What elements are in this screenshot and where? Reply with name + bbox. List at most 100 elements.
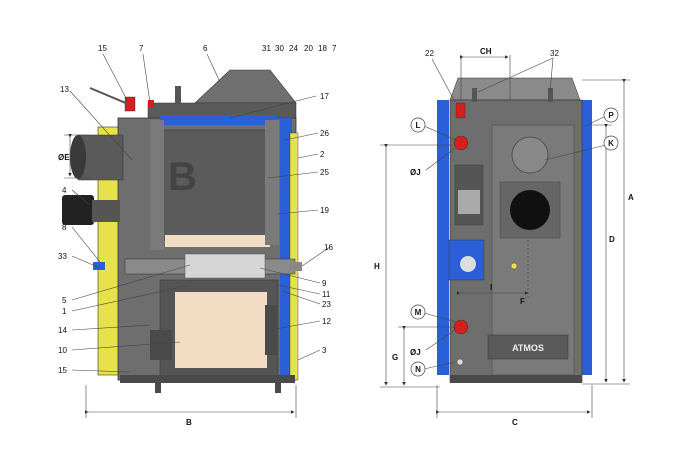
label-26: 26 (320, 129, 329, 138)
return-connection (453, 135, 469, 151)
red-cap (148, 100, 154, 108)
top-hood (449, 77, 581, 101)
label-25: 25 (320, 168, 329, 177)
outlet-connection (453, 319, 469, 335)
drain-fitting (456, 358, 464, 366)
handle-lever (89, 87, 129, 105)
label-30: 30 (275, 44, 284, 53)
label-31: 31 (262, 44, 271, 53)
circle-P (603, 107, 619, 123)
right-rear-view: ATMOS (437, 77, 592, 383)
label-22: 22 (425, 49, 434, 58)
label-23: 23 (322, 300, 331, 309)
label-9: 9 (322, 279, 327, 288)
label-7-right: 7 (332, 44, 337, 53)
label-24: 24 (289, 44, 298, 53)
left-side-panel (437, 100, 449, 375)
rear-base (450, 375, 582, 383)
rear-pipe-b (548, 88, 553, 102)
label-7-top: 7 (139, 44, 144, 53)
letter-M: M (415, 308, 422, 317)
label-dim-d: D (609, 235, 615, 244)
fuel-chamber (159, 129, 276, 241)
label-2: 2 (320, 150, 325, 159)
label-dim-c: C (512, 418, 518, 427)
right-water-jacket (280, 118, 292, 380)
brand-mark: B (168, 155, 197, 199)
label-dim-f: F (520, 297, 525, 306)
label-17: 17 (320, 92, 329, 101)
label-15-bottom: 15 (58, 366, 67, 375)
label-8: 8 (62, 223, 67, 232)
label-1: 1 (62, 307, 67, 316)
label-10: 10 (58, 346, 67, 355)
front-wall (265, 120, 279, 245)
fan-housing (92, 200, 120, 222)
label-dim-a: A (628, 193, 634, 202)
right-callouts (380, 55, 630, 418)
label-3: 3 (322, 346, 327, 355)
safety-valve-rear (455, 102, 466, 119)
foot-right (275, 383, 281, 393)
label-dim-ch: CH (480, 47, 492, 56)
label-6: 6 (203, 44, 208, 53)
label-diameter-e: ØE (58, 153, 70, 162)
label-15-top: 15 (98, 44, 107, 53)
base-frame (120, 375, 295, 383)
fan-motor (62, 195, 94, 225)
label-18: 18 (318, 44, 327, 53)
ash-door (150, 330, 172, 360)
label-20: 20 (304, 44, 313, 53)
left-labels: 15 7 6 31 30 24 20 18 7 13 17 26 2 25 19… (58, 44, 337, 427)
label-dim-i: I (490, 283, 492, 292)
rear-pipe-a (472, 88, 477, 102)
left-callouts (64, 53, 331, 418)
flue-outlet (510, 190, 550, 230)
brand-text: ATMOS (512, 343, 544, 353)
front-insulation-panel (289, 132, 299, 381)
flue-opening (70, 135, 86, 179)
circle-K (603, 135, 619, 151)
top-water-jacket (160, 115, 278, 125)
label-plate (458, 190, 480, 214)
right-side-panel (580, 100, 592, 375)
letter-N: N (415, 365, 421, 374)
safety-valve (124, 96, 136, 112)
label-32: 32 (550, 49, 559, 58)
label-33: 33 (58, 252, 67, 261)
label-dim-g: G (392, 353, 398, 362)
letter-L: L (416, 121, 421, 130)
circled-letters: L K P M N (410, 107, 619, 377)
combustion-chamber (175, 292, 267, 368)
label-19: 19 (320, 206, 329, 215)
label-dim-oj-top: ØJ (410, 168, 421, 177)
circle-N (410, 361, 426, 377)
right-labels: 22 32 CH ØJ ØJ H G D A C I F (374, 47, 634, 427)
sensor-port (510, 262, 518, 270)
letter-P: P (608, 111, 614, 120)
nozzle-block (184, 253, 266, 279)
label-5: 5 (62, 296, 67, 305)
label-16: 16 (324, 243, 333, 252)
left-section-view: B (62, 69, 302, 393)
foot-left (155, 383, 161, 393)
flue-hood (194, 69, 297, 104)
label-11: 11 (322, 290, 331, 299)
fan-hub (460, 256, 476, 272)
label-dim-b: B (186, 418, 192, 427)
rear-wall (150, 120, 164, 250)
blue-fitting (93, 262, 105, 270)
top-sensor-pipe (175, 86, 181, 104)
lance-tip (290, 262, 302, 271)
label-12: 12 (322, 317, 331, 326)
label-4: 4 (62, 186, 67, 195)
label-dim-h: H (374, 262, 380, 271)
brand-plate (487, 334, 569, 360)
label-13: 13 (60, 85, 69, 94)
label-14: 14 (58, 326, 67, 335)
circle-L (410, 117, 426, 133)
label-dim-oj-bottom: ØJ (410, 348, 421, 357)
letter-K: K (608, 139, 614, 148)
